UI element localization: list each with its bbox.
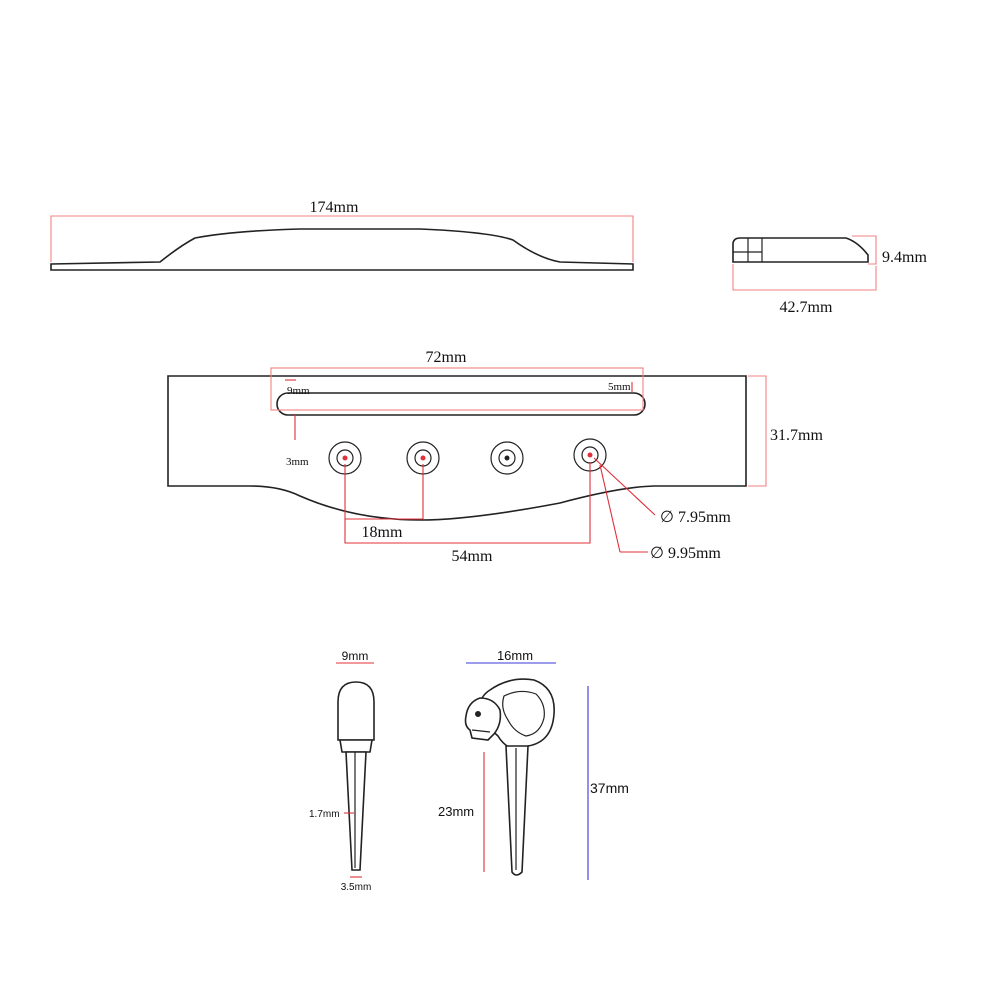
plain-pin-collar	[339, 739, 373, 753]
inner-hole-leader	[593, 457, 656, 516]
end-width-label: 42.7mm	[780, 299, 833, 316]
plain-pin-shaft	[345, 751, 367, 871]
hole-span-dimension	[344, 462, 591, 544]
plain-pin: 9mm 1.7mm 3.5mm	[309, 649, 375, 893]
skull-pin-shaft-label: 23mm	[438, 804, 474, 819]
skull-eye	[475, 711, 481, 717]
hole-spacing-label: 18mm	[362, 524, 403, 541]
skull-pin-loop-inner	[502, 690, 545, 737]
bridge-top-view: 72mm 9mm 5mm 3mm 31.7mm	[167, 349, 823, 565]
hole-span-label: 54mm	[452, 548, 493, 565]
outer-hole-label: ∅ 9.95mm	[650, 545, 721, 562]
slot-length-dimension	[270, 367, 644, 411]
bridge-end-view: 9.4mm 42.7mm	[732, 235, 927, 316]
plain-pin-head	[337, 681, 375, 741]
side-length-label: 174mm	[310, 199, 359, 216]
skull-pin-shaft	[505, 745, 529, 876]
end-height-label: 9.4mm	[882, 249, 927, 266]
slot-length-label: 72mm	[426, 349, 467, 366]
bridge-end-profile	[732, 237, 869, 263]
inner-hole-label: ∅ 7.95mm	[660, 509, 731, 526]
skull-icon	[464, 697, 502, 741]
plain-pin-tip-label: 3.5mm	[341, 882, 372, 893]
skull-pin: 16mm 23mm 37mm	[438, 648, 629, 880]
slot-right-label: 5mm	[608, 381, 631, 393]
top-height-label: 31.7mm	[770, 427, 823, 444]
saddle-slot	[276, 392, 646, 416]
pin-hole-3	[490, 441, 524, 475]
skull-pin-head-label: 16mm	[497, 648, 533, 663]
top-height-dimension	[748, 375, 767, 487]
plain-pin-mid-label: 1.7mm	[309, 809, 340, 820]
bridge-side-profile	[50, 228, 634, 271]
hole-spacing-dimension	[344, 464, 424, 520]
plain-pin-head-label: 9mm	[342, 649, 369, 663]
outer-hole-leader	[599, 464, 621, 553]
end-width-dimension	[732, 264, 877, 291]
length-dimension-line	[50, 215, 634, 262]
end-height-dimension	[852, 235, 877, 265]
skull-teeth	[471, 729, 491, 733]
bridge-side-view: 174mm	[50, 199, 634, 271]
skull-pin-total-label: 37mm	[590, 780, 629, 796]
slot-left-label: 9mm	[287, 385, 310, 397]
slot-offset-label: 3mm	[286, 456, 309, 468]
